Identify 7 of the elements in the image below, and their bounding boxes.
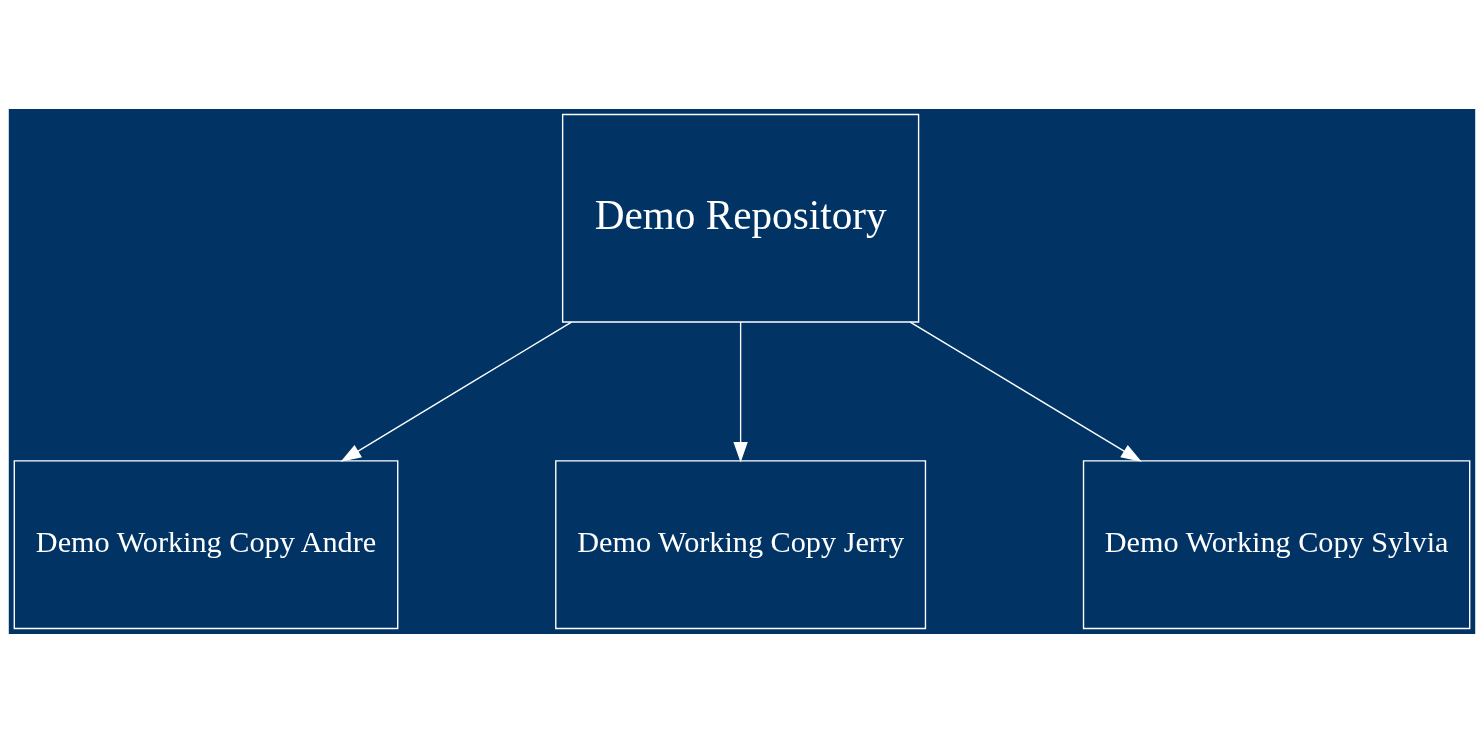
node-box: Demo Repository: [561, 113, 920, 323]
node-box: Demo Working Copy Jerry: [555, 459, 927, 629]
node-box: Demo Working Copy Andre: [13, 459, 399, 629]
arrow: [909, 320, 1142, 462]
node-box: Demo Working Copy Sylvia: [1082, 459, 1471, 629]
arrow: [340, 320, 573, 462]
arrow: [733, 320, 748, 463]
